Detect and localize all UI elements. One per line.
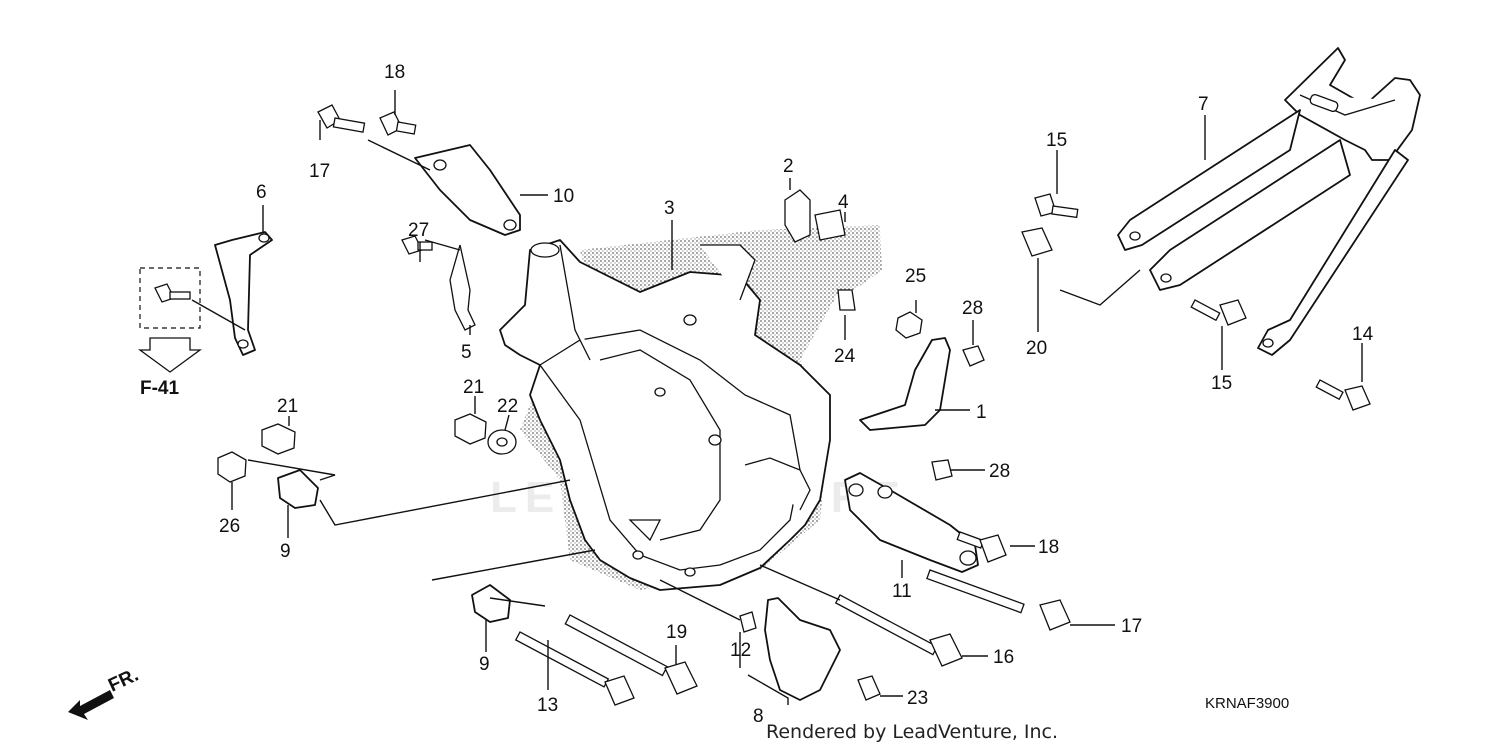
callout-9-upper[interactable]: 9 [280, 541, 291, 562]
callout-3[interactable]: 3 [664, 198, 675, 219]
leader-lines [191, 90, 1363, 705]
callout-2[interactable]: 2 [783, 156, 794, 177]
callout-21-right[interactable]: 21 [463, 377, 484, 398]
callout-11[interactable]: 11 [892, 581, 912, 602]
callout-labels: 1 2 3 4 5 6 7 8 9 9 10 11 12 13 14 15 15… [219, 62, 1374, 727]
stay-6 [214, 231, 273, 356]
callout-19[interactable]: 19 [666, 622, 687, 643]
bracket-1 [859, 337, 951, 431]
callout-16[interactable]: 16 [993, 647, 1014, 668]
callout-8[interactable]: 8 [753, 706, 764, 727]
callout-13[interactable]: 13 [537, 695, 558, 716]
callout-27[interactable]: 27 [408, 220, 429, 241]
engine-hanger-11 [844, 472, 979, 573]
main-frame [499, 239, 831, 591]
callout-5[interactable]: 5 [461, 342, 472, 363]
callout-15-upper[interactable]: 15 [1046, 130, 1067, 151]
engine-hanger-10 [414, 144, 521, 236]
fasteners [154, 104, 1371, 706]
reference-arrow-icon [138, 337, 202, 373]
subframe [1117, 47, 1421, 356]
callout-18-upper[interactable]: 18 [384, 62, 405, 83]
callout-10[interactable]: 10 [553, 186, 574, 207]
callout-17-lower[interactable]: 17 [1121, 616, 1142, 637]
callout-21-left[interactable]: 21 [277, 396, 298, 417]
callout-22[interactable]: 22 [497, 396, 518, 417]
credit-text: Rendered by LeadVenture, Inc. [766, 721, 1058, 743]
callout-6[interactable]: 6 [256, 182, 267, 203]
callout-28-lower[interactable]: 28 [989, 461, 1010, 482]
callout-9-lower[interactable]: 9 [479, 654, 490, 675]
callout-4[interactable]: 4 [838, 192, 849, 213]
callout-25[interactable]: 25 [905, 266, 926, 287]
callout-17-upper[interactable]: 17 [309, 161, 330, 182]
plates-9 [277, 469, 511, 623]
callout-20[interactable]: 20 [1026, 338, 1047, 359]
callout-15-lower[interactable]: 15 [1211, 373, 1232, 394]
callout-7[interactable]: 7 [1198, 94, 1209, 115]
front-arrow: FR. [68, 665, 142, 720]
callout-24[interactable]: 24 [834, 346, 856, 367]
callout-23[interactable]: 23 [907, 688, 928, 709]
reference-box [139, 267, 201, 329]
front-arrow-icon [68, 690, 114, 720]
callout-12[interactable]: 12 [730, 640, 751, 661]
callout-1[interactable]: 1 [976, 402, 987, 423]
reference-code: KRNAF3900 [1205, 695, 1289, 712]
callout-26[interactable]: 26 [219, 516, 240, 537]
guard-8 [764, 597, 841, 701]
callout-28-upper[interactable]: 28 [962, 298, 983, 319]
callout-18-lower[interactable]: 18 [1038, 537, 1059, 558]
callout-14[interactable]: 14 [1352, 324, 1374, 345]
reference-figure-label[interactable]: F-41 [140, 378, 180, 399]
clip-5 [449, 244, 476, 331]
